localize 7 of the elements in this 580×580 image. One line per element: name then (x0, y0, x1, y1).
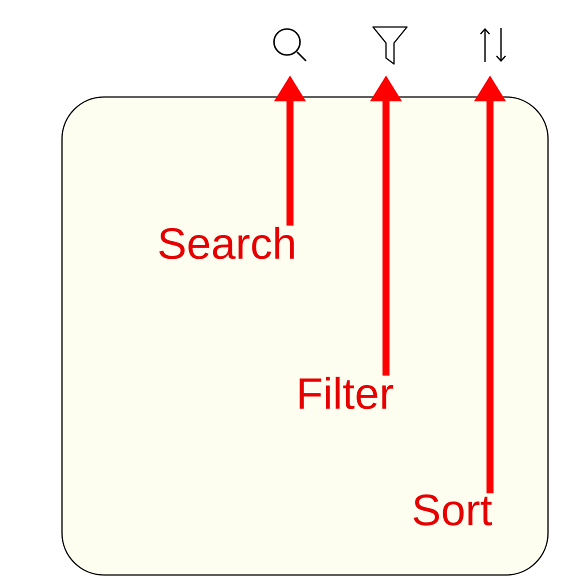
label-text: Filter (300, 376, 394, 410)
sort-icon (480, 28, 506, 62)
search-icon (273, 28, 307, 62)
label-text: Search (159, 226, 294, 260)
filter-icon (372, 26, 408, 65)
label-text: Sort (414, 494, 492, 526)
panel (61, 96, 549, 576)
